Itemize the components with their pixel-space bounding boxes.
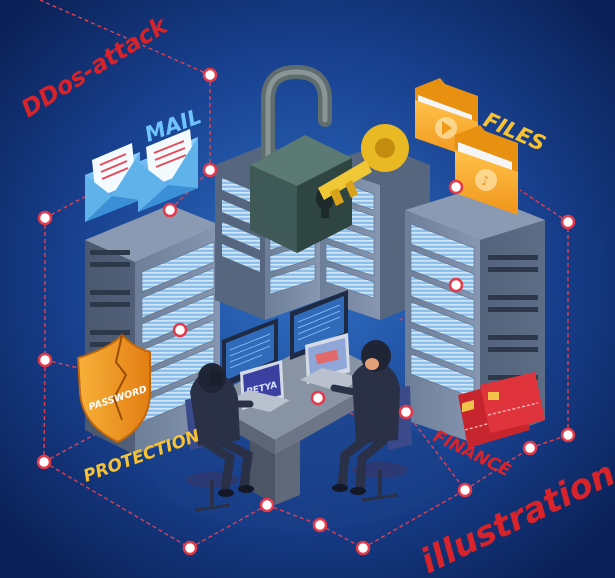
- server-rack-left: [85, 205, 220, 455]
- network-node: [448, 179, 464, 195]
- hacker-figure: [185, 363, 254, 512]
- network-node: [37, 352, 53, 368]
- network-node: [312, 517, 328, 533]
- hacker-figure: [330, 340, 412, 502]
- envelope-icon: [85, 143, 140, 222]
- network-node: [36, 454, 52, 470]
- network-node: [182, 540, 198, 556]
- network-node: [162, 202, 178, 218]
- network-node: [202, 67, 218, 83]
- network-node: [560, 427, 576, 443]
- envelope-icon: [138, 129, 198, 212]
- network-node: [560, 214, 576, 230]
- shield-icon: PASSWORD: [76, 333, 151, 444]
- network-nodes: [36, 67, 576, 556]
- svg-text:♪: ♪: [481, 174, 489, 189]
- network-node: [37, 210, 53, 226]
- network-node: [522, 440, 538, 456]
- folder-icon: ♪: [455, 125, 518, 215]
- network-node: [457, 482, 473, 498]
- credit-card-icon: [480, 372, 545, 433]
- network-node: [259, 497, 275, 513]
- network-node: [355, 540, 371, 556]
- laptop-icon: [300, 333, 362, 392]
- key-icon: [318, 124, 409, 206]
- network-node: [448, 277, 464, 293]
- network-node: [202, 162, 218, 178]
- network-node: [172, 322, 188, 338]
- network-node: [310, 390, 326, 406]
- network-node: [398, 404, 414, 420]
- laptop-icon: PETYA: [228, 360, 290, 412]
